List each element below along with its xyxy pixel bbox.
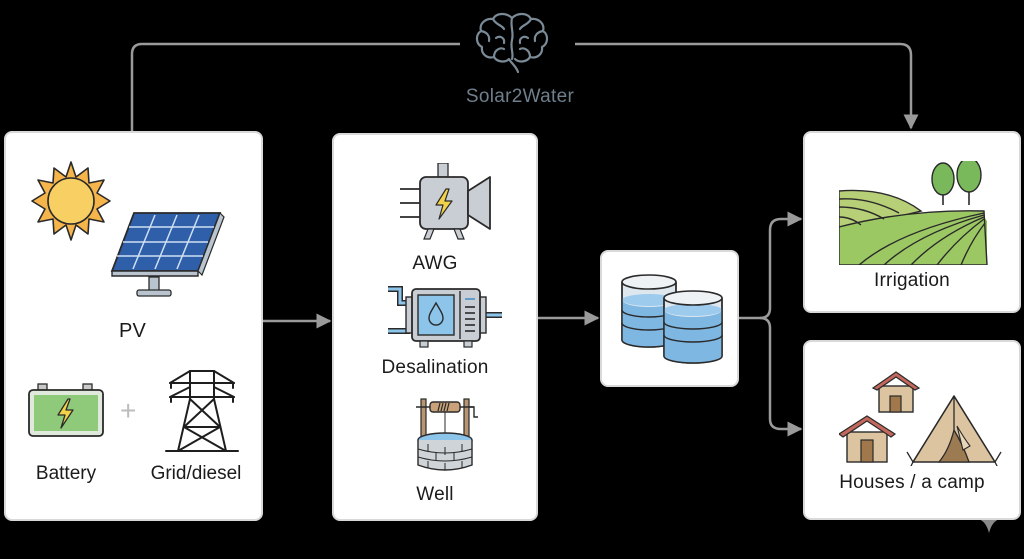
callout-pointer <box>978 519 1000 533</box>
brain-icon <box>475 12 549 74</box>
grid-diesel-label: Grid/diesel <box>150 463 242 484</box>
output-label-irrigation: Irrigation <box>874 270 950 291</box>
energy-sources-card[interactable]: PV + Battery Grid/diesel <box>4 131 263 521</box>
desalination-unit-icon <box>388 286 502 348</box>
feedback-line-right <box>575 42 919 130</box>
water-production-card[interactable]: AWG Desalination We <box>332 133 538 521</box>
plus-sign: + <box>120 395 137 426</box>
houses-camp-icon <box>839 371 1002 466</box>
farm-fields-icon <box>839 161 988 265</box>
water-well-icon <box>416 398 478 471</box>
output-card-houses-camp[interactable]: Houses / a camp <box>803 340 1021 520</box>
tank-front <box>663 290 723 364</box>
process-label-well: Well <box>416 484 454 505</box>
arrow-storage-to-irrigation <box>759 211 803 320</box>
awg-machine-icon <box>400 163 491 240</box>
water-storage-card[interactable] <box>600 250 739 387</box>
process-label-awg: AWG <box>412 253 458 274</box>
sun-icon <box>31 161 111 241</box>
feedback-line-left <box>130 42 460 131</box>
output-label-houses-camp: Houses / a camp <box>839 472 985 493</box>
solar-panel-icon <box>110 211 225 297</box>
pv-label: PV <box>118 320 147 342</box>
house-front <box>839 415 897 463</box>
battery-label: Battery <box>35 463 97 484</box>
output-card-irrigation[interactable]: Irrigation <box>803 131 1021 313</box>
trees <box>931 161 982 205</box>
arrow-storage-to-houses <box>759 316 803 437</box>
battery-icon <box>28 383 104 437</box>
brand-title: Solar2Water <box>465 86 575 107</box>
power-tower-icon <box>165 370 239 452</box>
tent <box>906 395 1002 466</box>
house-back <box>871 371 921 413</box>
water-tanks-icon <box>621 274 723 364</box>
process-label-desalination: Desalination <box>381 357 489 378</box>
